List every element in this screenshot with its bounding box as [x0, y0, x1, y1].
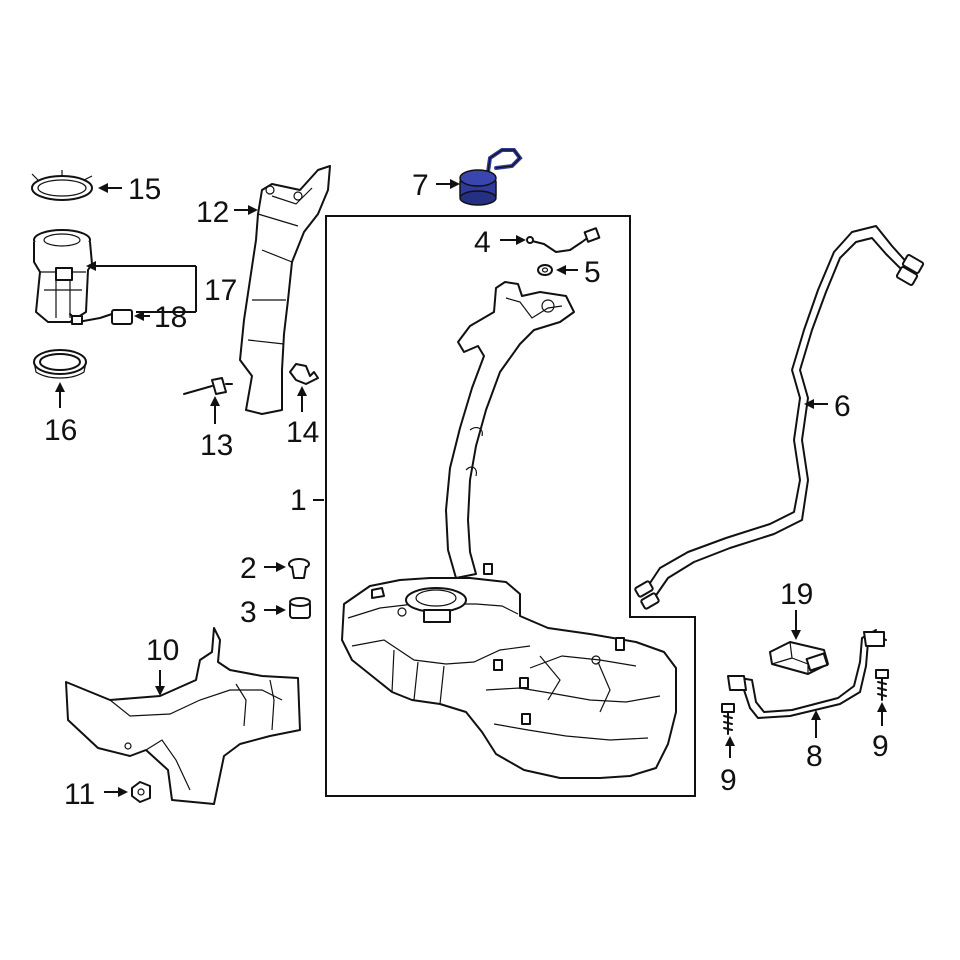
- seal[interactable]: [33, 349, 87, 379]
- assembly-frame: [325, 215, 696, 797]
- callout-5: 5: [584, 256, 601, 289]
- callout-17: 17: [204, 274, 237, 307]
- callout-8: 8: [806, 740, 823, 773]
- callout-7: 7: [412, 169, 429, 202]
- callout-19: 19: [780, 578, 813, 611]
- callout-10: 10: [146, 634, 179, 667]
- pin[interactable]: [288, 558, 310, 579]
- tank-strap[interactable]: [727, 629, 887, 719]
- callout-4: 4: [474, 226, 491, 259]
- grommet[interactable]: [289, 597, 311, 619]
- sensor-wire[interactable]: [526, 227, 601, 253]
- clip[interactable]: [289, 363, 319, 385]
- control-module[interactable]: [769, 641, 829, 675]
- fuel-tank[interactable]: [341, 281, 677, 779]
- callout-16: 16: [44, 414, 77, 447]
- rivet[interactable]: [183, 377, 233, 395]
- callout-18: 18: [154, 301, 187, 334]
- strap-bolt-right[interactable]: [875, 669, 889, 701]
- level-sender[interactable]: [69, 309, 133, 325]
- filler-bracket[interactable]: [239, 165, 331, 415]
- fuel-lines[interactable]: [634, 225, 925, 610]
- fuel-cap[interactable]: [459, 148, 523, 206]
- callout-9-right: 9: [872, 730, 889, 763]
- callout-13: 13: [200, 429, 233, 462]
- strap-bolt-left[interactable]: [721, 703, 735, 735]
- callout-6: 6: [834, 390, 851, 423]
- callout-3: 3: [240, 596, 257, 629]
- callout-1: 1: [290, 484, 307, 517]
- leader-lines: [55, 179, 887, 797]
- washer[interactable]: [537, 264, 553, 276]
- callout-2: 2: [240, 552, 257, 585]
- nut[interactable]: [131, 781, 151, 803]
- lock-ring[interactable]: [31, 170, 93, 201]
- callout-12: 12: [196, 196, 229, 229]
- fuel-pump-module[interactable]: [33, 229, 93, 323]
- callout-15: 15: [128, 173, 161, 206]
- heat-shield[interactable]: [65, 627, 301, 805]
- callout-14: 14: [286, 416, 319, 449]
- callout-11: 11: [64, 778, 95, 811]
- callout-9-left: 9: [720, 764, 737, 797]
